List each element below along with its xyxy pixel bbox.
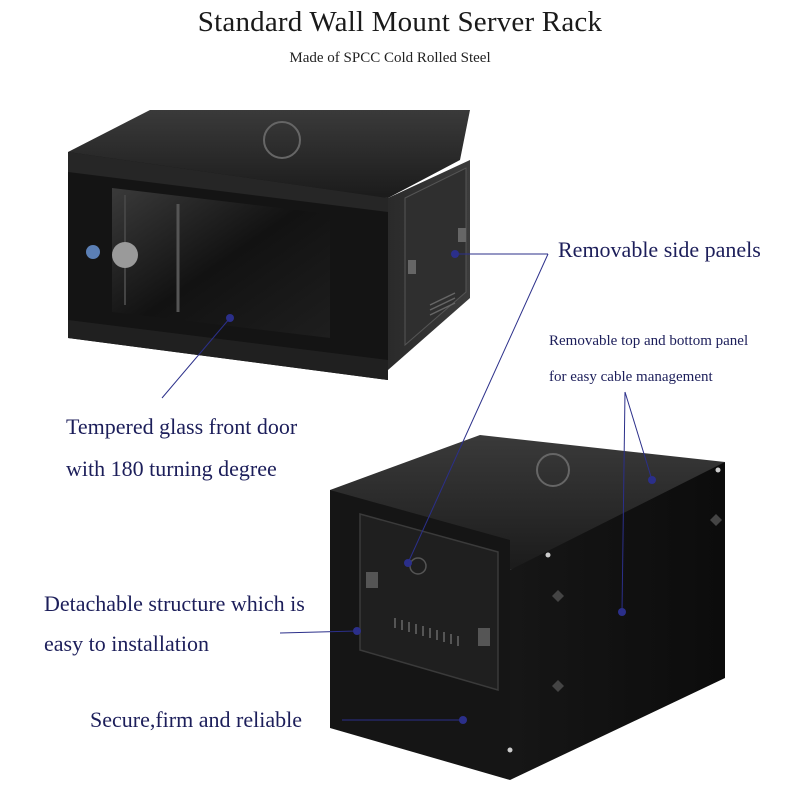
callout-top-bottom-panel: Removable top and bottom panel for easy …: [549, 323, 748, 395]
callout-secure: Secure,firm and reliable: [90, 700, 302, 740]
callout-side-panels-text: Removable side panels: [558, 237, 761, 262]
leader-lines: [161, 253, 653, 721]
callout-side-panels: Removable side panels: [558, 230, 761, 270]
callout-detachable-line-2: easy to installation: [44, 631, 209, 656]
callout-detachable: Detachable structure which is easy to in…: [44, 584, 305, 664]
callout-detachable-line-1: Detachable structure which is: [44, 591, 305, 616]
callout-glass-door-line-2: with 180 turning degree: [66, 456, 277, 481]
callout-glass-door: Tempered glass front door with 180 turni…: [66, 406, 297, 490]
page-subtitle: Made of SPCC Cold Rolled Steel: [289, 50, 491, 66]
page-title: Standard Wall Mount Server Rack: [197, 6, 603, 38]
callout-top-bottom-line-2: for easy cable management: [549, 369, 713, 385]
callout-glass-door-line-1: Tempered glass front door: [66, 414, 298, 439]
front-cabinet-photo: [68, 110, 470, 380]
callout-top-bottom-line-1: Removable top and bottom panel: [549, 333, 749, 349]
callout-secure-text: Secure,firm and reliable: [90, 707, 302, 732]
rear-cabinet-photo: [330, 435, 725, 780]
